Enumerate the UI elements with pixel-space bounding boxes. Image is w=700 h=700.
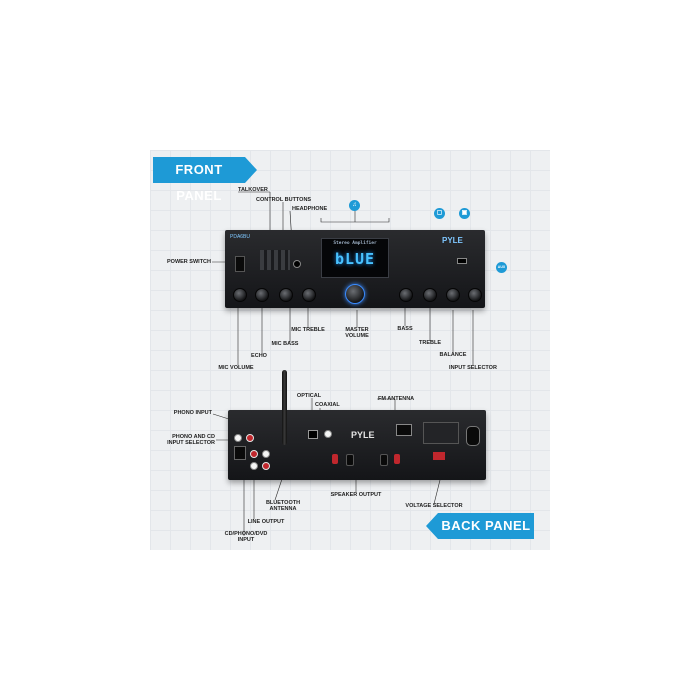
- cd-input-jack-left[interactable]: [250, 462, 258, 470]
- bass-knob[interactable]: [399, 288, 413, 302]
- optical-input[interactable]: [308, 430, 318, 439]
- label-cd-phono-dvd: CD/PHONO/DVD INPUT: [224, 531, 268, 543]
- label-power-switch: POWER SWITCH: [167, 259, 211, 265]
- balance-knob[interactable]: [446, 288, 460, 302]
- back-brand-logo: PYLE: [351, 430, 375, 440]
- label-mic-treble: MIC TREBLE: [291, 327, 325, 333]
- label-phono-cd-selector: PHONO AND CD INPUT SELECTOR: [167, 434, 215, 446]
- label-phono-input: PHONO INPUT: [173, 410, 212, 416]
- label-balance: BALANCE: [439, 352, 467, 358]
- smartphone-icon: ▢: [434, 208, 445, 219]
- headphone-jack[interactable]: [293, 260, 301, 268]
- mic-volume-knob[interactable]: [233, 288, 247, 302]
- mic-icon: ♫: [349, 200, 360, 211]
- speaker-terminal-red-1[interactable]: [332, 454, 338, 464]
- label-master-volume: MASTER VOLUME: [345, 327, 369, 339]
- label-mic-bass: MIC BASS: [271, 341, 299, 347]
- speaker-terminal-black-1[interactable]: [346, 454, 354, 466]
- usb-drive-icon: ▣: [459, 208, 470, 219]
- speaker-terminal-black-2[interactable]: [380, 454, 388, 466]
- phono-input-jack-right[interactable]: [246, 434, 254, 442]
- amplifier-back-panel: PYLE: [228, 370, 486, 480]
- phono-input-jack-left[interactable]: [234, 434, 242, 442]
- background-grid: [150, 150, 550, 550]
- label-headphone: HEADPHONE: [292, 206, 328, 212]
- label-echo: ECHO: [251, 353, 267, 359]
- master-volume-knob[interactable]: [345, 284, 365, 304]
- label-bass: BASS: [397, 326, 413, 332]
- label-speaker-output: SPEAKER OUTPUT: [330, 492, 382, 498]
- phono-cd-selector-switch[interactable]: [234, 446, 246, 460]
- label-fm-antenna: FM ANTENNA: [378, 396, 415, 402]
- diagram-background: [150, 150, 550, 550]
- front-model-label: PDA6BU: [230, 234, 251, 240]
- line-output-jack-left[interactable]: [262, 450, 270, 458]
- voltage-selector-switch[interactable]: [433, 452, 445, 460]
- front-panel-banner: FRONT PANEL: [153, 157, 257, 203]
- back-panel-banner: BACK PANEL: [426, 513, 534, 539]
- treble-knob[interactable]: [423, 288, 437, 302]
- label-talkover: TALKOVER: [238, 187, 268, 193]
- mic-treble-knob[interactable]: [302, 288, 316, 302]
- display-title: Stereo Amplifier: [333, 241, 377, 246]
- power-cord-socket[interactable]: [466, 426, 480, 446]
- input-selector-knob[interactable]: [468, 288, 482, 302]
- control-buttons[interactable]: [260, 250, 290, 270]
- echo-knob[interactable]: [255, 288, 269, 302]
- label-optical: OPTICAL: [296, 393, 322, 399]
- cd-input-jack-right[interactable]: [250, 450, 258, 458]
- led-display: Stereo Amplifier bLUE: [321, 238, 389, 278]
- usb-port[interactable]: [457, 258, 467, 264]
- label-voltage-selector: VOLTAGE SELECTOR: [405, 503, 463, 509]
- mic-bass-knob[interactable]: [279, 288, 293, 302]
- power-switch[interactable]: [235, 256, 245, 272]
- coaxial-input[interactable]: [324, 430, 332, 438]
- bluetooth-antenna[interactable]: [282, 370, 287, 445]
- speaker-terminal-red-2[interactable]: [394, 454, 400, 464]
- display-text: bLUE: [334, 250, 376, 268]
- front-brand-logo: PYLE: [442, 236, 463, 245]
- warning-label: [423, 422, 459, 444]
- label-mic-volume: MIC VOLUME: [218, 365, 254, 371]
- label-input-selector: INPUT SELECTOR: [449, 365, 497, 371]
- label-treble: TREBLE: [419, 340, 441, 346]
- amplifier-front-panel: PDA6BU PYLE Stereo Amplifier bLUE: [225, 230, 485, 308]
- line-output-jack-right[interactable]: [262, 462, 270, 470]
- fm-antenna-port[interactable]: [396, 424, 412, 436]
- aux-icon: AUX: [496, 262, 507, 273]
- label-line-output: LINE OUTPUT: [247, 519, 285, 525]
- label-bluetooth-antenna: BLUETOOTH ANTENNA: [265, 500, 301, 512]
- label-coaxial: COAXIAL: [315, 402, 340, 408]
- label-control-buttons: CONTROL BUTTONS: [256, 197, 312, 203]
